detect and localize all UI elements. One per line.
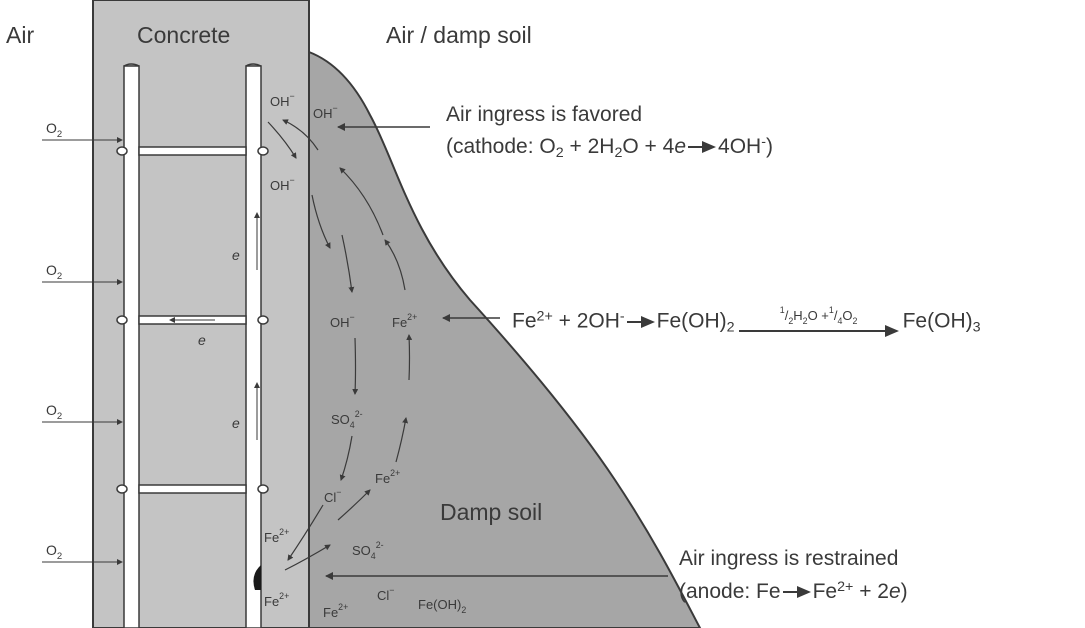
- flow-arrow-f: [384, 239, 406, 291]
- region-concrete-label: Concrete: [137, 22, 231, 48]
- flow-arrow-e: [341, 234, 355, 293]
- corrosion-pit: [253, 565, 261, 590]
- ion-fe-4: Fe2+: [264, 591, 290, 609]
- flow-arrow-m: [284, 544, 331, 571]
- o2-label-3: O2: [46, 402, 63, 422]
- rebar-right: [245, 65, 262, 628]
- o2-label-4: O2: [46, 542, 63, 562]
- flow-arrow-c: [311, 194, 331, 249]
- electron-label-2: e: [198, 332, 206, 348]
- ion-oh-1: OH−: [270, 91, 295, 109]
- stirrup-1: [138, 146, 247, 156]
- o2-label-1: O2: [46, 120, 63, 140]
- ion-fe-1: Fe2+: [392, 312, 418, 330]
- reaction-arrow-icon: [626, 315, 655, 329]
- ion-cl-1: Cl−: [324, 487, 342, 505]
- electron-label-3: e: [232, 415, 240, 431]
- damp-soil-region: [308, 50, 702, 628]
- ion-fe-2: Fe2+: [375, 468, 401, 486]
- ion-oh-3: OH−: [270, 175, 295, 193]
- flow-arrow-d: [339, 167, 384, 236]
- ion-fe-5: Fe2+: [323, 602, 349, 620]
- ion-cl-2: Cl−: [377, 585, 395, 603]
- rebar-left: [123, 65, 140, 628]
- oxidation-condition: 1/2H2O +1/4O2: [738, 306, 899, 338]
- flow-arrow-j: [395, 417, 409, 463]
- long-arrow-icon: [738, 324, 899, 338]
- electron-label-1: e: [232, 247, 240, 263]
- flow-arrow-a: [267, 121, 297, 159]
- region-air-damp-soil-label: Air / damp soil: [386, 22, 532, 48]
- ion-oh-4: OH−: [330, 312, 355, 330]
- ion-feoh2: Fe(OH)2: [418, 597, 467, 615]
- o2-label-2: O2: [46, 262, 63, 282]
- reaction-arrow-icon: [688, 140, 717, 154]
- anode-annotation-title: Air ingress is restrained: [679, 547, 899, 570]
- reaction-arrow-icon: [782, 585, 811, 599]
- flow-arrow-b: [282, 119, 319, 151]
- stirrup-3: [138, 484, 247, 494]
- region-damp-soil-label: Damp soil: [440, 499, 543, 525]
- flow-arrow-h: [406, 334, 413, 381]
- flow-arrow-g: [352, 337, 359, 395]
- cathode-annotation-title: Air ingress is favored: [446, 103, 643, 126]
- flow-arrow-i: [339, 435, 353, 481]
- ion-fe-3: Fe2+: [264, 527, 290, 545]
- ion-so4-1: SO42-: [331, 409, 363, 430]
- flow-arrow-l: [337, 489, 371, 521]
- region-air-label: Air: [6, 22, 35, 48]
- flow-arrow-k: [287, 504, 324, 561]
- ion-so4-2: SO42-: [352, 540, 384, 561]
- ion-oh-2: OH−: [313, 103, 338, 121]
